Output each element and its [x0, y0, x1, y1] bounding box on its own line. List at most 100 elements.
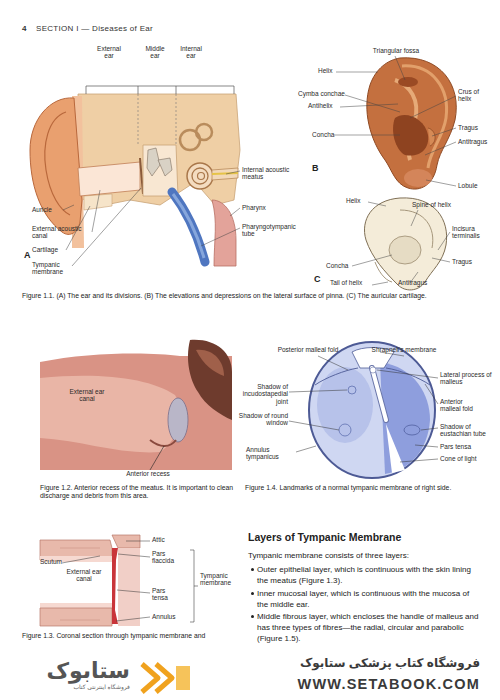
anatomy-label: Cone of light: [440, 455, 484, 462]
tympanic-membrane-landmarks-part: [404, 425, 420, 435]
tympanic-membrane-coronal-section-part: [190, 550, 198, 622]
pinna-illustration-part: [398, 77, 418, 87]
ear-section-illustration-part: [212, 173, 238, 174]
auricular-cartilage-illustration: [352, 198, 450, 290]
tympanic-membrane-landmarks-part: [372, 368, 386, 420]
ear-section-illustration-part: [86, 86, 234, 94]
bullet-dot: [251, 568, 254, 571]
anatomy-label: Helix: [318, 67, 342, 74]
tympanic-membrane-coronal-section-part: [62, 541, 150, 621]
ear-section-illustration-part: [196, 124, 212, 140]
anatomy-label: External ear canal: [62, 568, 106, 583]
ear-section-illustration-part: [45, 112, 70, 215]
anatomy-label: External ear: [92, 45, 126, 60]
tympanic-membrane-coronal-section-part: [112, 535, 140, 548]
anatomy-label: Shadow of incudostapedial joint: [234, 383, 288, 405]
tympanic-membrane-coronal-section: [40, 535, 198, 626]
ear-section-illustration-part: [138, 94, 176, 145]
anatomy-label: Lateral process of malleus: [440, 371, 492, 386]
auricular-cartilage-illustration-part: [389, 236, 421, 264]
ear-section-illustration-part: [63, 171, 240, 266]
auricular-cartilage-illustration-part: [375, 262, 392, 282]
auricular-cartilage-illustration-part: [364, 198, 446, 290]
tympanic-membrane-landmarks-part: [348, 386, 356, 394]
tympanic-membrane-landmarks-part: [339, 424, 351, 436]
ear-section-illustration-part: [78, 162, 140, 196]
meatus-illustration: [40, 340, 232, 470]
section-heading: Layers of Tympanic Membrane: [248, 531, 478, 543]
panel-letter: B: [312, 163, 322, 173]
anatomy-label: Cartilage: [32, 246, 72, 253]
tympanic-membrane-coronal-section-part: [60, 548, 100, 620]
body-text: Tympanic membrane consists of three laye…: [248, 550, 478, 561]
anatomy-label: Pars flaccida: [152, 550, 182, 565]
figure-caption: Figure 1.2. Anterior recess of the meatu…: [40, 484, 240, 500]
watermark-logo: ستابوک: [20, 660, 130, 682]
watermark-tagline: فروشگاه اینترنتی کتاب: [20, 684, 130, 691]
meatus-illustration-part: [150, 440, 176, 446]
anatomy-label: Pars tensa: [152, 587, 182, 602]
ear-section-illustration: [30, 86, 240, 266]
figure-caption: Figure 1.1. (A) The ear and its division…: [22, 292, 482, 300]
anatomy-label: Internal acoustic meatus: [242, 166, 296, 181]
pinna-illustration-part: [428, 128, 435, 146]
anatomy-label: Pharyngotympanic tube: [242, 223, 298, 238]
anatomy-label: External ear canal: [64, 388, 110, 403]
ear-section-illustration-part: [172, 192, 205, 262]
anatomy-label: Anterior recess: [118, 470, 178, 477]
pinna-illustration-part: [393, 115, 428, 156]
anatomy-label: Annulus: [152, 613, 182, 620]
anatomy-label: Tail of helix: [330, 279, 374, 286]
anatomy-label: Spine of helix: [412, 201, 468, 208]
anatomy-label: Shadow of round window: [234, 412, 288, 427]
bullet-text: Inner mucosal layer, which is continuous…: [257, 588, 479, 610]
meatus-illustration-part: [188, 340, 232, 420]
bullet-dot: [251, 592, 254, 595]
anatomy-label: Crus of helix: [458, 88, 488, 103]
meatus-illustration-part: [40, 376, 180, 453]
tympanic-membrane-landmarks: [289, 342, 438, 478]
meatus-illustration-part: [150, 446, 164, 470]
ear-section-illustration-part: [187, 163, 213, 189]
anatomy-label: Posterior malleal fold: [268, 346, 348, 353]
meatus-illustration-part: [196, 350, 224, 376]
anatomy-label: Incisura terminalis: [452, 225, 492, 240]
anatomy-label: Lobule: [458, 182, 488, 189]
pinna-illustration-part: [367, 58, 456, 189]
ear-section-illustration-part: [212, 200, 236, 266]
anatomy-label: Tragus: [452, 258, 482, 265]
anatomy-label: Attic: [152, 536, 182, 543]
anatomy-label: Pharynx: [242, 204, 282, 211]
ear-section-illustration-part: [30, 98, 82, 235]
pinna-illustration-part: [334, 56, 456, 186]
anatomy-label: Middle ear: [141, 45, 169, 60]
anatomy-label: Tympanic membrane: [32, 261, 72, 276]
anatomy-label: Scutum: [40, 558, 70, 565]
anatomy-label: Tragus: [458, 124, 488, 131]
tympanic-membrane-coronal-section-part: [40, 608, 112, 626]
anatomy-label: External acoustic canal: [32, 225, 92, 240]
tympanic-membrane-coronal-section-part: [118, 548, 140, 626]
anatomy-label: Tympanic membrane: [200, 572, 240, 587]
tympanic-membrane-landmarks-part: [370, 367, 376, 373]
watermark-url: WWW.SETABOOK.COM: [230, 676, 480, 693]
pinna-illustration: [334, 56, 456, 189]
watermark-icon: [136, 658, 196, 698]
watermark-text: فروشگاه کتاب پزشکی ستابوک: [230, 657, 480, 671]
anatomy-label: Concha: [312, 131, 340, 138]
figure-caption: Figure 1.3. Coronal section through tymp…: [22, 632, 248, 640]
anatomy-label: Triangular fossa: [365, 47, 427, 54]
panel-letter: A: [24, 250, 34, 260]
anatomy-label: Shrapnell's membrane: [364, 346, 444, 353]
anatomy-label: Anterior malleal fold: [440, 398, 480, 413]
pinna-illustration-part: [404, 169, 432, 187]
tympanic-membrane-landmarks-part: [289, 352, 438, 462]
ear-section-illustration-part: [173, 194, 204, 258]
figure-caption: Figure 1.4. Landmarks of a normal tympan…: [245, 484, 480, 492]
anatomy-label: Antihelix: [308, 102, 344, 109]
anatomy-label: Helix: [346, 197, 370, 204]
page-number: 4: [22, 24, 34, 33]
ear-section-illustration-part: [192, 168, 208, 184]
